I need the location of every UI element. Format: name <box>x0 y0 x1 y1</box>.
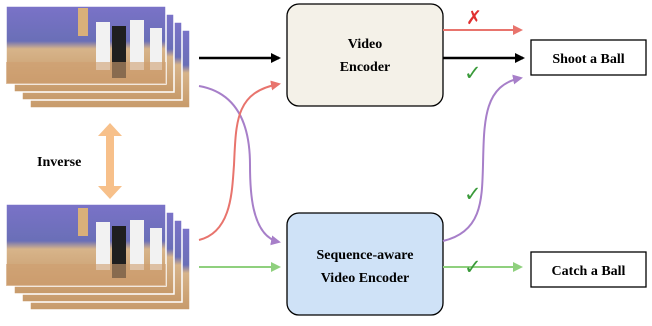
video-encoder-box <box>286 3 444 107</box>
output-label-shoot: Shoot a Ball <box>552 52 624 67</box>
check-mark-bottom: ✓ <box>464 255 482 279</box>
arrow-top-frames-to-sequence-encoder <box>198 85 281 246</box>
inverse-arrow-shape <box>98 123 122 199</box>
video-frame-image <box>5 5 167 85</box>
video-encoder-label-line2: Encoder <box>340 60 391 75</box>
top-video-frame-stack <box>5 5 191 109</box>
arrow-bottom-frames-to-video-encoder <box>198 80 281 241</box>
sequence-aware-encoder-label-line1: Sequence-aware <box>317 248 414 263</box>
bottom-video-frame-stack <box>5 203 191 311</box>
inverse-label: Inverse <box>37 155 81 170</box>
video-frame-image <box>5 203 167 287</box>
inverse-double-arrow <box>98 123 122 199</box>
arrow-sequence-encoder-to-shoot <box>442 74 523 242</box>
output-box-catch <box>530 251 647 288</box>
sequence-aware-encoder-box <box>286 212 444 316</box>
check-mark-top: ✓ <box>464 61 482 85</box>
check-mark-middle: ✓ <box>464 182 482 206</box>
sequence-aware-encoder-label-line2: Video Encoder <box>321 271 410 286</box>
video-encoder-label-line1: Video <box>348 37 382 52</box>
output-label-catch: Catch a Ball <box>552 264 626 279</box>
cross-mark: ✗ <box>466 7 482 29</box>
output-box-shoot <box>530 39 647 76</box>
